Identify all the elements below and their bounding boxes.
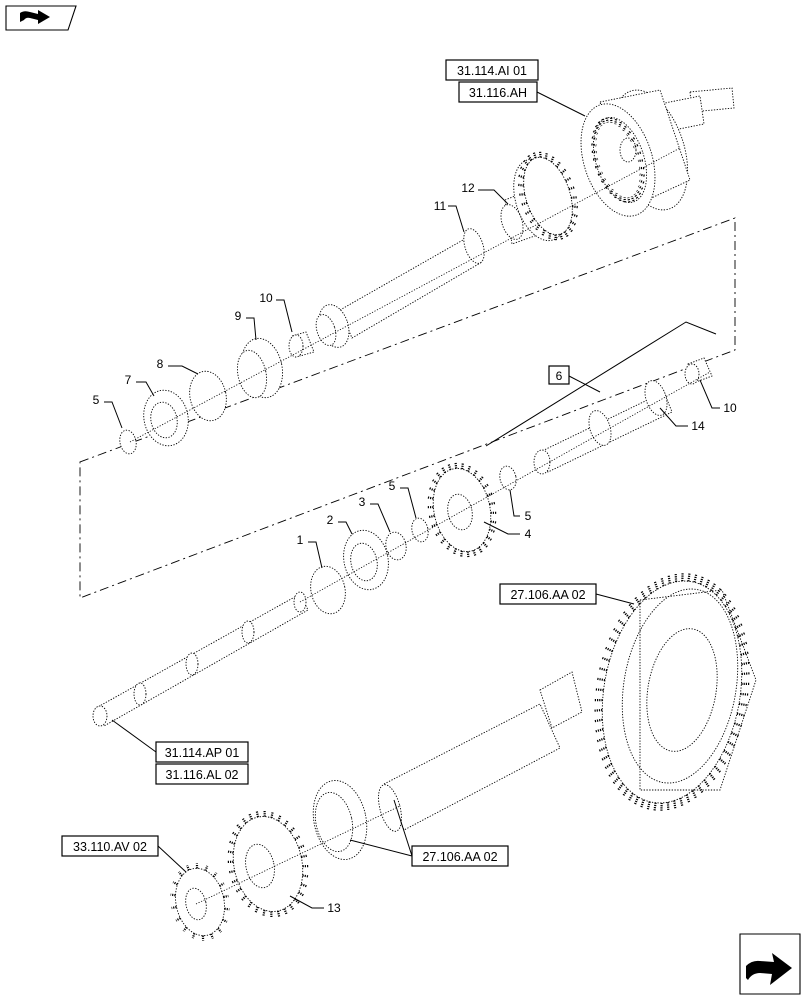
bearing-2 xyxy=(343,529,389,591)
pinion-bearing xyxy=(312,780,368,860)
gear-13 xyxy=(232,816,304,912)
bushing-10-lower xyxy=(684,357,713,385)
callout-4[interactable]: 4 xyxy=(483,521,532,541)
svg-text:31.114.AP 01: 31.114.AP 01 xyxy=(165,746,240,760)
svg-text:31.116.AL 02: 31.116.AL 02 xyxy=(166,768,239,782)
svg-text:5: 5 xyxy=(389,479,396,493)
gear-12-teeth xyxy=(517,151,579,241)
svg-text:10: 10 xyxy=(259,291,273,305)
snap-ring-8 xyxy=(189,370,227,422)
ref-bevel-ring[interactable]: 27.106.AA 02 xyxy=(499,583,635,605)
bushing-10-upper xyxy=(288,331,315,358)
circlip-5-right xyxy=(499,465,517,491)
input-shaft xyxy=(92,591,309,727)
pinion-shaft xyxy=(378,671,583,832)
callout-7[interactable]: 7 xyxy=(125,373,155,397)
gear-4 xyxy=(432,468,492,552)
svg-text:27.106.AA 02: 27.106.AA 02 xyxy=(510,588,585,602)
ref-pinion[interactable]: 27.106.AA 02 xyxy=(349,799,509,867)
svg-text:2: 2 xyxy=(327,513,334,527)
gear-13-teeth xyxy=(227,810,309,918)
shaft-14 xyxy=(533,380,673,475)
callout-14[interactable]: 14 xyxy=(659,407,705,433)
callout-13[interactable]: 13 xyxy=(289,895,341,915)
next-page-arrow-icon[interactable] xyxy=(739,933,801,995)
svg-text:5: 5 xyxy=(525,509,532,523)
callout-8[interactable]: 8 xyxy=(157,357,199,375)
bearing-7 xyxy=(143,389,189,447)
callout-2[interactable]: 2 xyxy=(327,513,353,535)
callout-11[interactable]: 11 xyxy=(434,199,465,233)
bevel-ring-gear xyxy=(601,580,757,804)
gear-4-teeth xyxy=(427,462,497,558)
callout-3[interactable]: 3 xyxy=(359,495,391,533)
snap-ring-1 xyxy=(310,565,346,615)
ref-input-shaft[interactable]: 31.114.AP 01 31.116.AL 02 xyxy=(111,719,249,785)
svg-text:12: 12 xyxy=(461,181,475,195)
svg-text:27.106.AA 02: 27.106.AA 02 xyxy=(422,850,497,864)
ring-3 xyxy=(385,531,407,561)
svg-text:1: 1 xyxy=(297,533,304,547)
callout-5-left[interactable]: 5 xyxy=(93,393,123,429)
svg-text:8: 8 xyxy=(157,357,164,371)
svg-text:7: 7 xyxy=(125,373,132,387)
callout-5-right[interactable]: 5 xyxy=(509,489,532,523)
bearing-9 xyxy=(236,337,283,399)
axis-line xyxy=(195,805,401,905)
svg-text:33.110.AV 02: 33.110.AV 02 xyxy=(73,840,147,854)
svg-text:11: 11 xyxy=(434,199,447,213)
circlip-5-middle xyxy=(411,517,429,543)
callout-5-middle[interactable]: 5 xyxy=(389,479,417,519)
callout-6[interactable]: 6 xyxy=(485,321,717,447)
book-arrow-icon[interactable] xyxy=(5,5,77,31)
ref-planetary[interactable]: 31.114.AI 01 31.116.AH xyxy=(445,59,586,117)
svg-text:31.116.AH: 31.116.AH xyxy=(469,86,527,100)
svg-text:10: 10 xyxy=(723,401,737,415)
shaft-11 xyxy=(315,228,485,348)
carrier-inner-teeth xyxy=(591,117,645,203)
svg-text:5: 5 xyxy=(93,393,100,407)
callout-12[interactable]: 12 xyxy=(461,181,509,205)
small-gear xyxy=(175,867,225,937)
svg-text:6: 6 xyxy=(556,369,563,383)
svg-text:9: 9 xyxy=(235,309,242,323)
planetary-carrier xyxy=(580,87,735,217)
svg-text:13: 13 xyxy=(327,901,341,915)
svg-text:4: 4 xyxy=(525,527,532,541)
callout-10-upper[interactable]: 10 xyxy=(259,291,293,333)
bevel-ring-teeth xyxy=(594,573,750,811)
callout-10-lower[interactable]: 10 xyxy=(699,379,737,415)
small-gear-teeth xyxy=(170,863,230,941)
axis-line xyxy=(129,147,681,443)
callout-9[interactable]: 9 xyxy=(235,309,257,341)
svg-text:14: 14 xyxy=(691,419,705,433)
gear-12 xyxy=(500,156,573,245)
assembly-boundary xyxy=(79,217,736,599)
callout-1[interactable]: 1 xyxy=(297,533,323,569)
circlip-5-left xyxy=(119,429,137,455)
ref-small-gear[interactable]: 33.110.AV 02 xyxy=(61,835,187,873)
svg-text:3: 3 xyxy=(359,495,366,509)
svg-text:31.114.AI 01: 31.114.AI 01 xyxy=(457,64,527,78)
